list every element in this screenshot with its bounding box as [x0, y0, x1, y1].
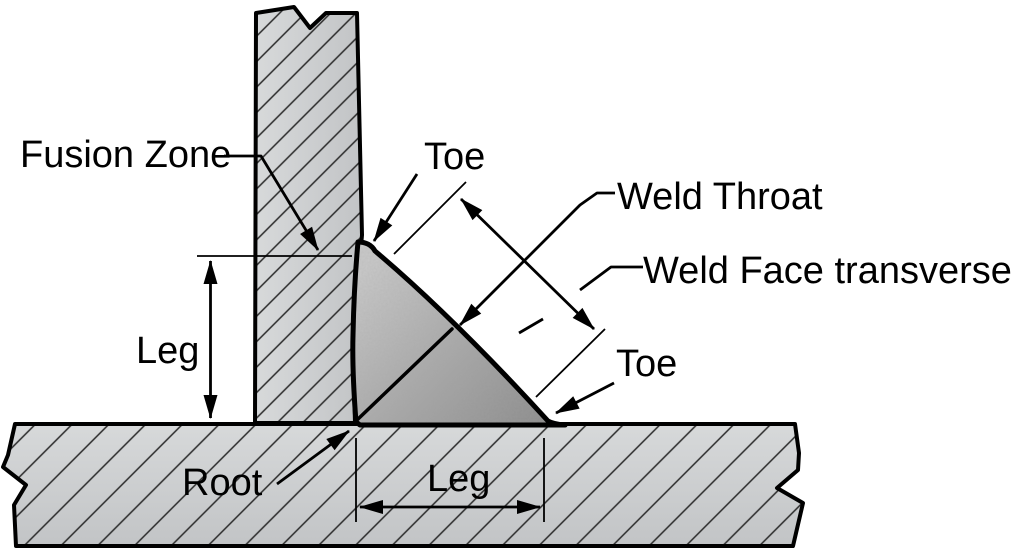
leg-bottom-label: Leg	[427, 458, 490, 500]
weld-face-leader	[579, 265, 643, 292]
root-label: Root	[182, 462, 263, 504]
fusion-zone-leader-arrow	[224, 154, 320, 251]
toe-bottom-leader-arrow	[555, 381, 615, 415]
weld-throat-label: Weld Throat	[617, 176, 823, 218]
weld-grain	[352, 242, 565, 425]
upright-plate-hatch	[255, 7, 362, 423]
face-witness-bottom	[535, 328, 606, 398]
leg-left-label: Leg	[136, 330, 199, 372]
fusion-zone-label: Fusion Zone	[20, 134, 231, 176]
base-plate	[1, 422, 805, 548]
weld-face-leader-dash	[518, 317, 544, 335]
weld-throat-leader-arrow	[459, 191, 615, 326]
weld-throat-line	[355, 327, 454, 422]
toe-top-leader-arrow	[372, 173, 419, 242]
weld-face-transverse-label: Weld Face transverse	[643, 250, 1012, 292]
toe-top-label: Toe	[424, 136, 485, 178]
base-plate-hatch	[3, 424, 803, 546]
upright-plate	[253, 5, 364, 425]
weld-face-dimension-arrow	[460, 197, 595, 331]
weld-bead	[350, 239, 568, 428]
face-witness-top	[393, 181, 467, 255]
toe-bottom-label: Toe	[616, 343, 677, 385]
root-leader-arrow	[276, 429, 350, 486]
